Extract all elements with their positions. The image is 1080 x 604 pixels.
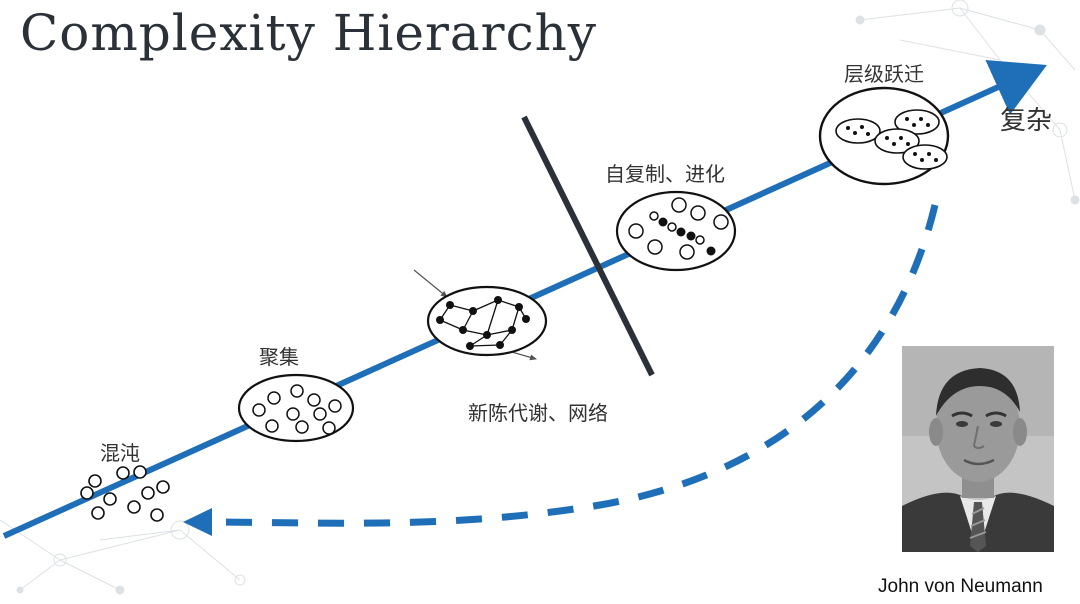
page-title: Complexity Hierarchy [20, 4, 598, 62]
hierarchy-cell [818, 86, 950, 186]
label-chaos: 混沌 [100, 441, 140, 465]
aggregation-cluster [237, 373, 355, 443]
label-complex: 复杂 [1000, 106, 1053, 136]
label-hierarchical-transition: 层级跃迁 [844, 62, 924, 86]
transition-divider [521, 115, 655, 377]
label-aggregation: 聚集 [259, 345, 299, 369]
label-metabolism-network: 新陈代谢、网络 [468, 401, 608, 425]
feedback-arrow-head [183, 508, 212, 536]
portrait-photo [902, 346, 1054, 552]
self-replication-cell [615, 190, 737, 272]
label-self-replication: 自复制、进化 [605, 162, 725, 186]
background-network-bottom [0, 519, 246, 595]
metabolism-network [413, 269, 548, 361]
portrait-caption: John von Neumann [878, 576, 1043, 597]
feedback-dashed-arrow [199, 204, 939, 527]
chaos-particles [80, 465, 170, 522]
portrait-drawing [902, 346, 1054, 552]
